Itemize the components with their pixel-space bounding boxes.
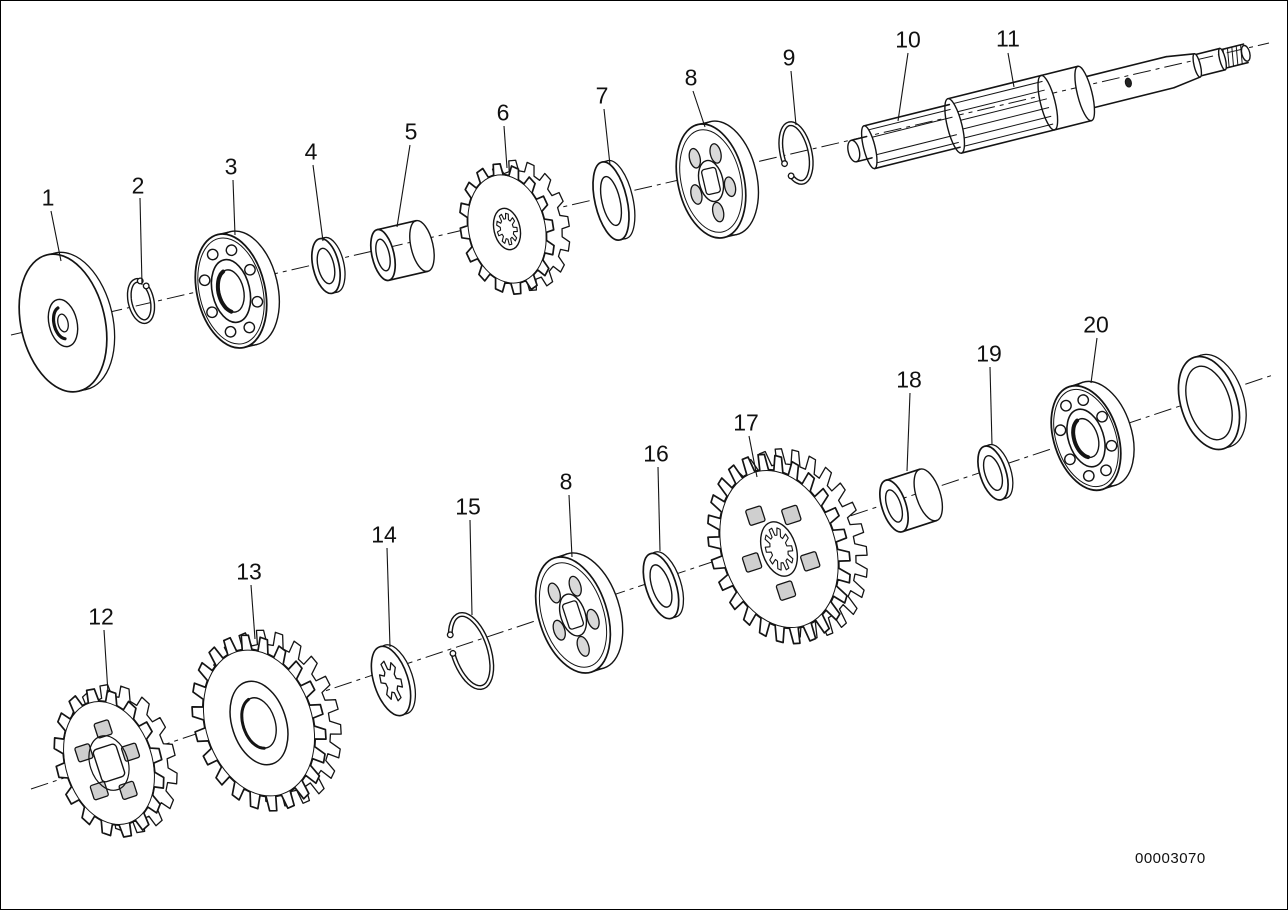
part-callout-8[interactable]: 8 [684, 64, 698, 91]
part-10-11-output-shaft [847, 43, 1251, 170]
part-callout-12[interactable]: 12 [88, 603, 114, 630]
part-12-sliding-gear [53, 684, 178, 838]
part-9-snap-ring [778, 121, 814, 185]
part-5-bushing [369, 219, 435, 282]
part-callout-2[interactable]: 2 [131, 172, 145, 199]
part-17-gear [707, 448, 868, 645]
drawing-number: 00003070 [1135, 850, 1206, 867]
part-8b-shifting-dog [534, 552, 624, 674]
part-20-ball-bearing [1050, 380, 1135, 492]
part-callout-9[interactable]: 9 [782, 44, 796, 71]
part-8-shifting-dog [675, 120, 760, 239]
part-callout-7[interactable]: 7 [595, 82, 609, 109]
part-callout-11[interactable]: 11 [996, 25, 1020, 52]
part-callout-19[interactable]: 19 [976, 340, 1002, 367]
part-13-gear [191, 629, 342, 812]
part-callout-20[interactable]: 20 [1083, 311, 1109, 338]
leader-lines [50, 52, 1098, 694]
part-3-ball-bearing [194, 230, 280, 349]
part-14-lock-washer [370, 644, 417, 717]
part-callout-10[interactable]: 10 [895, 26, 921, 53]
part-18-bushing [879, 468, 944, 533]
part-callout-6[interactable]: 6 [496, 99, 510, 126]
part-callout-15[interactable]: 15 [455, 493, 481, 520]
part-callout-17[interactable]: 17 [733, 409, 759, 436]
part-callout-13[interactable]: 13 [236, 558, 262, 585]
spacer-ring-right [1177, 353, 1247, 451]
part-callout-18[interactable]: 18 [896, 366, 922, 393]
part-1-thrust-disc [18, 251, 116, 393]
part-callout-1[interactable]: 1 [41, 184, 55, 211]
part-2-circlip [126, 277, 156, 325]
part-callout-14[interactable]: 14 [371, 521, 397, 548]
part-4-spacer-washer [311, 236, 346, 295]
part-callout-16[interactable]: 16 [643, 440, 669, 467]
part-16-thrust-washer [642, 551, 685, 620]
part-callout-8b[interactable]: 8 [559, 468, 573, 495]
part-15-snap-ring [446, 611, 495, 691]
part-7-thrust-washer [592, 159, 636, 241]
part-6-gear [459, 159, 571, 295]
part-19-washer [977, 443, 1014, 501]
part-callout-4[interactable]: 4 [304, 138, 318, 165]
part-callout-3[interactable]: 3 [224, 153, 238, 180]
part-callout-5[interactable]: 5 [404, 118, 418, 145]
